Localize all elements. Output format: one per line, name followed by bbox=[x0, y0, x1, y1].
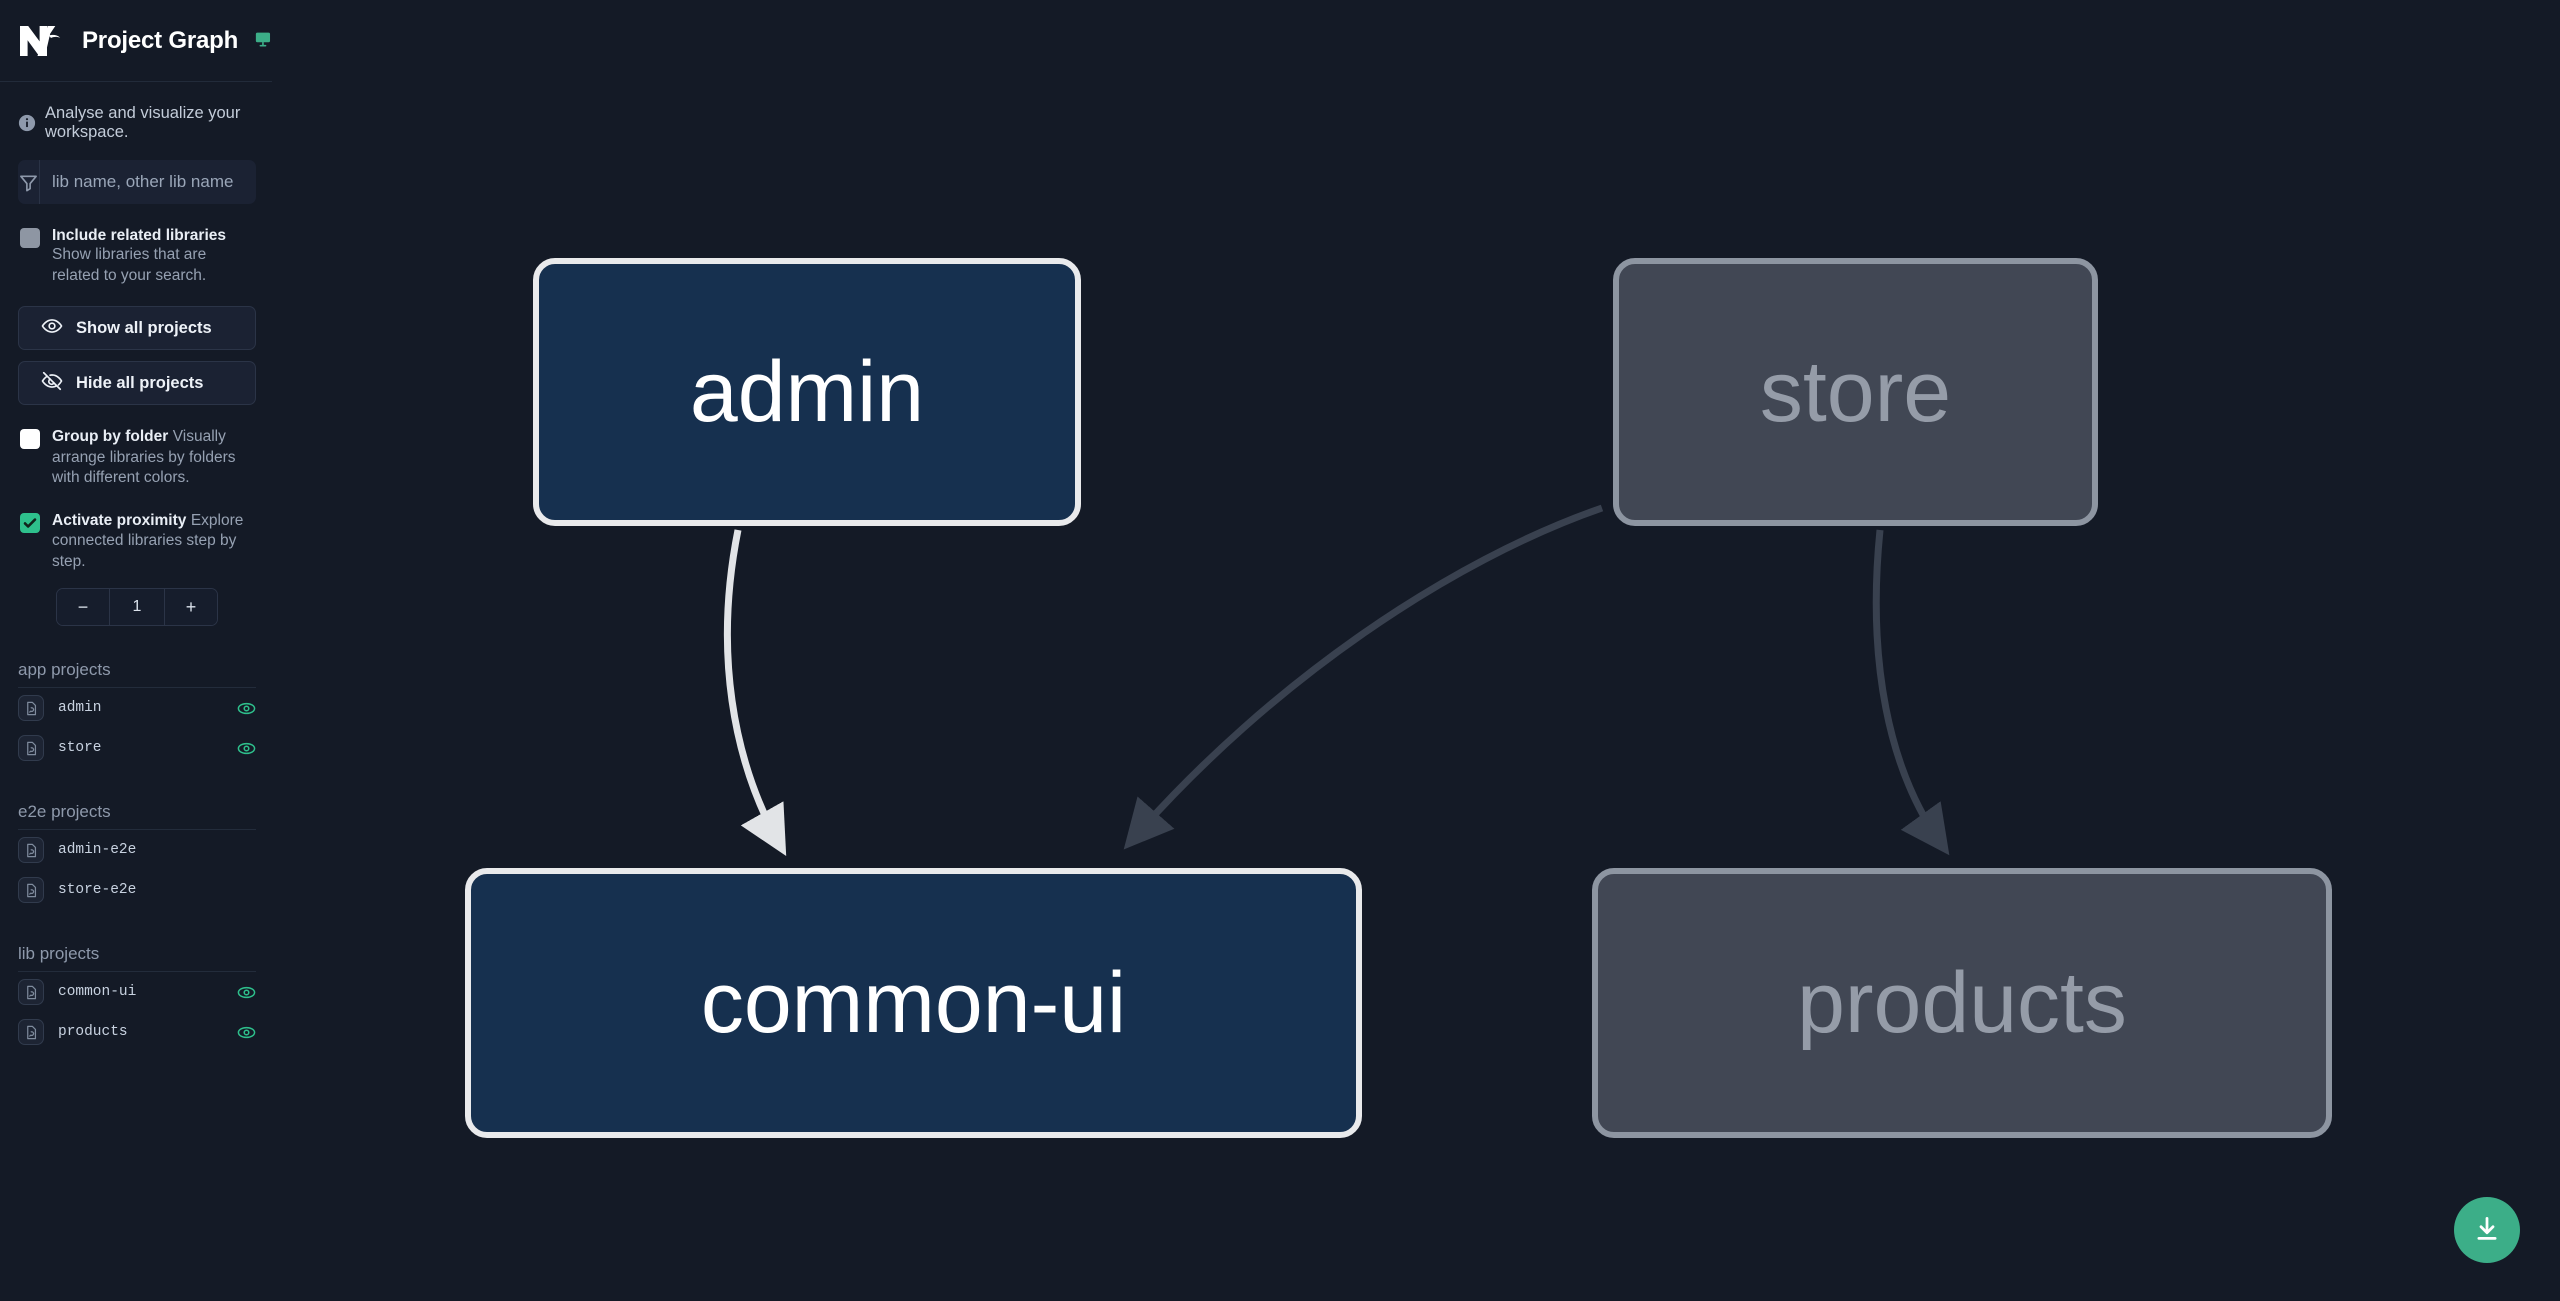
project-group-e2e: e2e projects admin-e2e store-e2e bbox=[0, 802, 272, 910]
project-row-products[interactable]: products bbox=[18, 1012, 256, 1052]
graph-node-label: products bbox=[1797, 955, 2127, 1051]
eye-icon bbox=[41, 315, 63, 342]
project-name: admin-e2e bbox=[58, 842, 137, 858]
search-section bbox=[0, 142, 272, 204]
proximity-value: 1 bbox=[109, 589, 165, 625]
option-group-by-folder[interactable]: Group by folder Visually arrange librari… bbox=[0, 405, 272, 488]
tagline-text: Analyse and visualize your workspace. bbox=[45, 104, 241, 141]
info-icon bbox=[18, 114, 36, 132]
nx-logo bbox=[18, 24, 64, 58]
option-description: Visually arrange libraries by folders wi… bbox=[52, 428, 236, 487]
option-title: Activate proximity bbox=[52, 511, 187, 529]
graph-node-label: admin bbox=[689, 344, 925, 440]
option-activate-proximity[interactable]: Activate proximity Explore connected lib… bbox=[0, 489, 272, 572]
download-button[interactable] bbox=[2454, 1197, 2520, 1263]
group-title: e2e projects bbox=[18, 802, 256, 830]
proximity-stepper: − 1 + bbox=[56, 588, 218, 626]
monitor-icon[interactable] bbox=[254, 30, 272, 52]
project-visibility-placeholder bbox=[237, 841, 256, 860]
download-icon bbox=[2472, 1214, 2502, 1247]
sidebar-tagline: Analyse and visualize your workspace. bbox=[0, 82, 272, 142]
project-name: store bbox=[58, 740, 102, 756]
project-file-icon bbox=[18, 979, 44, 1005]
search-input[interactable] bbox=[40, 160, 256, 204]
project-group-lib: lib projects common-ui bbox=[0, 944, 272, 1052]
project-file-icon bbox=[18, 695, 44, 721]
project-row-common-ui[interactable]: common-ui bbox=[18, 972, 256, 1012]
option-description: Show libraries that are related to your … bbox=[52, 246, 207, 284]
graph-edges bbox=[723, 504, 1950, 856]
project-row-store-e2e[interactable]: store-e2e bbox=[18, 870, 256, 910]
project-visibility-eye-icon[interactable] bbox=[237, 1023, 256, 1042]
hide-all-projects-button[interactable]: Hide all projects bbox=[18, 361, 256, 406]
project-visibility-eye-icon[interactable] bbox=[237, 699, 256, 718]
project-name: store-e2e bbox=[58, 882, 137, 898]
project-name: products bbox=[58, 1024, 128, 1040]
project-row-admin[interactable]: admin bbox=[18, 688, 256, 728]
show-all-projects-button[interactable]: Show all projects bbox=[18, 306, 256, 351]
graph-node-store[interactable]: store bbox=[1613, 258, 2098, 526]
visibility-buttons: Show all projects Hide all projects bbox=[0, 286, 272, 406]
edge-store-to-products bbox=[1872, 529, 1950, 856]
graph-canvas[interactable]: admin store common-ui products bbox=[272, 0, 2560, 1301]
option-title: Group by folder bbox=[52, 428, 169, 446]
eye-off-icon bbox=[41, 370, 63, 397]
edge-store-to-common-ui bbox=[1123, 504, 1604, 850]
graph-node-label: common-ui bbox=[700, 955, 1127, 1051]
project-visibility-eye-icon[interactable] bbox=[237, 739, 256, 758]
project-row-admin-e2e[interactable]: admin-e2e bbox=[18, 830, 256, 870]
sidebar: Project Graph Analyse and visualize your… bbox=[0, 0, 272, 1301]
project-group-app: app projects admin bbox=[0, 660, 272, 768]
checkbox-include-related-libraries[interactable] bbox=[20, 228, 40, 248]
edge-admin-to-common-ui bbox=[723, 529, 787, 856]
proximity-decrement-button[interactable]: − bbox=[57, 589, 109, 625]
hide-all-projects-label: Hide all projects bbox=[76, 373, 204, 392]
group-title: app projects bbox=[18, 660, 256, 688]
project-file-icon bbox=[18, 735, 44, 761]
project-row-store[interactable]: store bbox=[18, 728, 256, 768]
project-file-icon bbox=[18, 877, 44, 903]
option-description: Explore connected libraries step by step… bbox=[52, 511, 244, 570]
project-name: admin bbox=[58, 700, 102, 716]
group-title: lib projects bbox=[18, 944, 256, 972]
project-file-icon bbox=[18, 837, 44, 863]
filter-icon[interactable] bbox=[18, 160, 40, 204]
project-visibility-eye-icon[interactable] bbox=[237, 983, 256, 1002]
project-file-icon bbox=[18, 1019, 44, 1045]
search-box[interactable] bbox=[18, 160, 256, 204]
checkbox-activate-proximity[interactable] bbox=[20, 512, 40, 533]
graph-node-products[interactable]: products bbox=[1592, 868, 2332, 1138]
graph-node-label: store bbox=[1759, 344, 1952, 440]
show-all-projects-label: Show all projects bbox=[76, 318, 212, 337]
page-title: Project Graph bbox=[82, 26, 239, 54]
option-title: Include related libraries bbox=[52, 227, 227, 244]
proximity-stepper-wrap: − 1 + bbox=[0, 572, 272, 626]
option-include-related-libraries[interactable]: Include related libraries Show libraries… bbox=[0, 204, 272, 286]
project-name: common-ui bbox=[58, 984, 137, 1000]
graph-node-common-ui[interactable]: common-ui bbox=[465, 868, 1362, 1138]
sidebar-header: Project Graph bbox=[0, 0, 272, 82]
graph-node-admin[interactable]: admin bbox=[533, 258, 1081, 526]
checkbox-group-by-folder[interactable] bbox=[20, 429, 40, 450]
project-visibility-placeholder bbox=[237, 881, 256, 900]
proximity-increment-button[interactable]: + bbox=[165, 589, 217, 625]
